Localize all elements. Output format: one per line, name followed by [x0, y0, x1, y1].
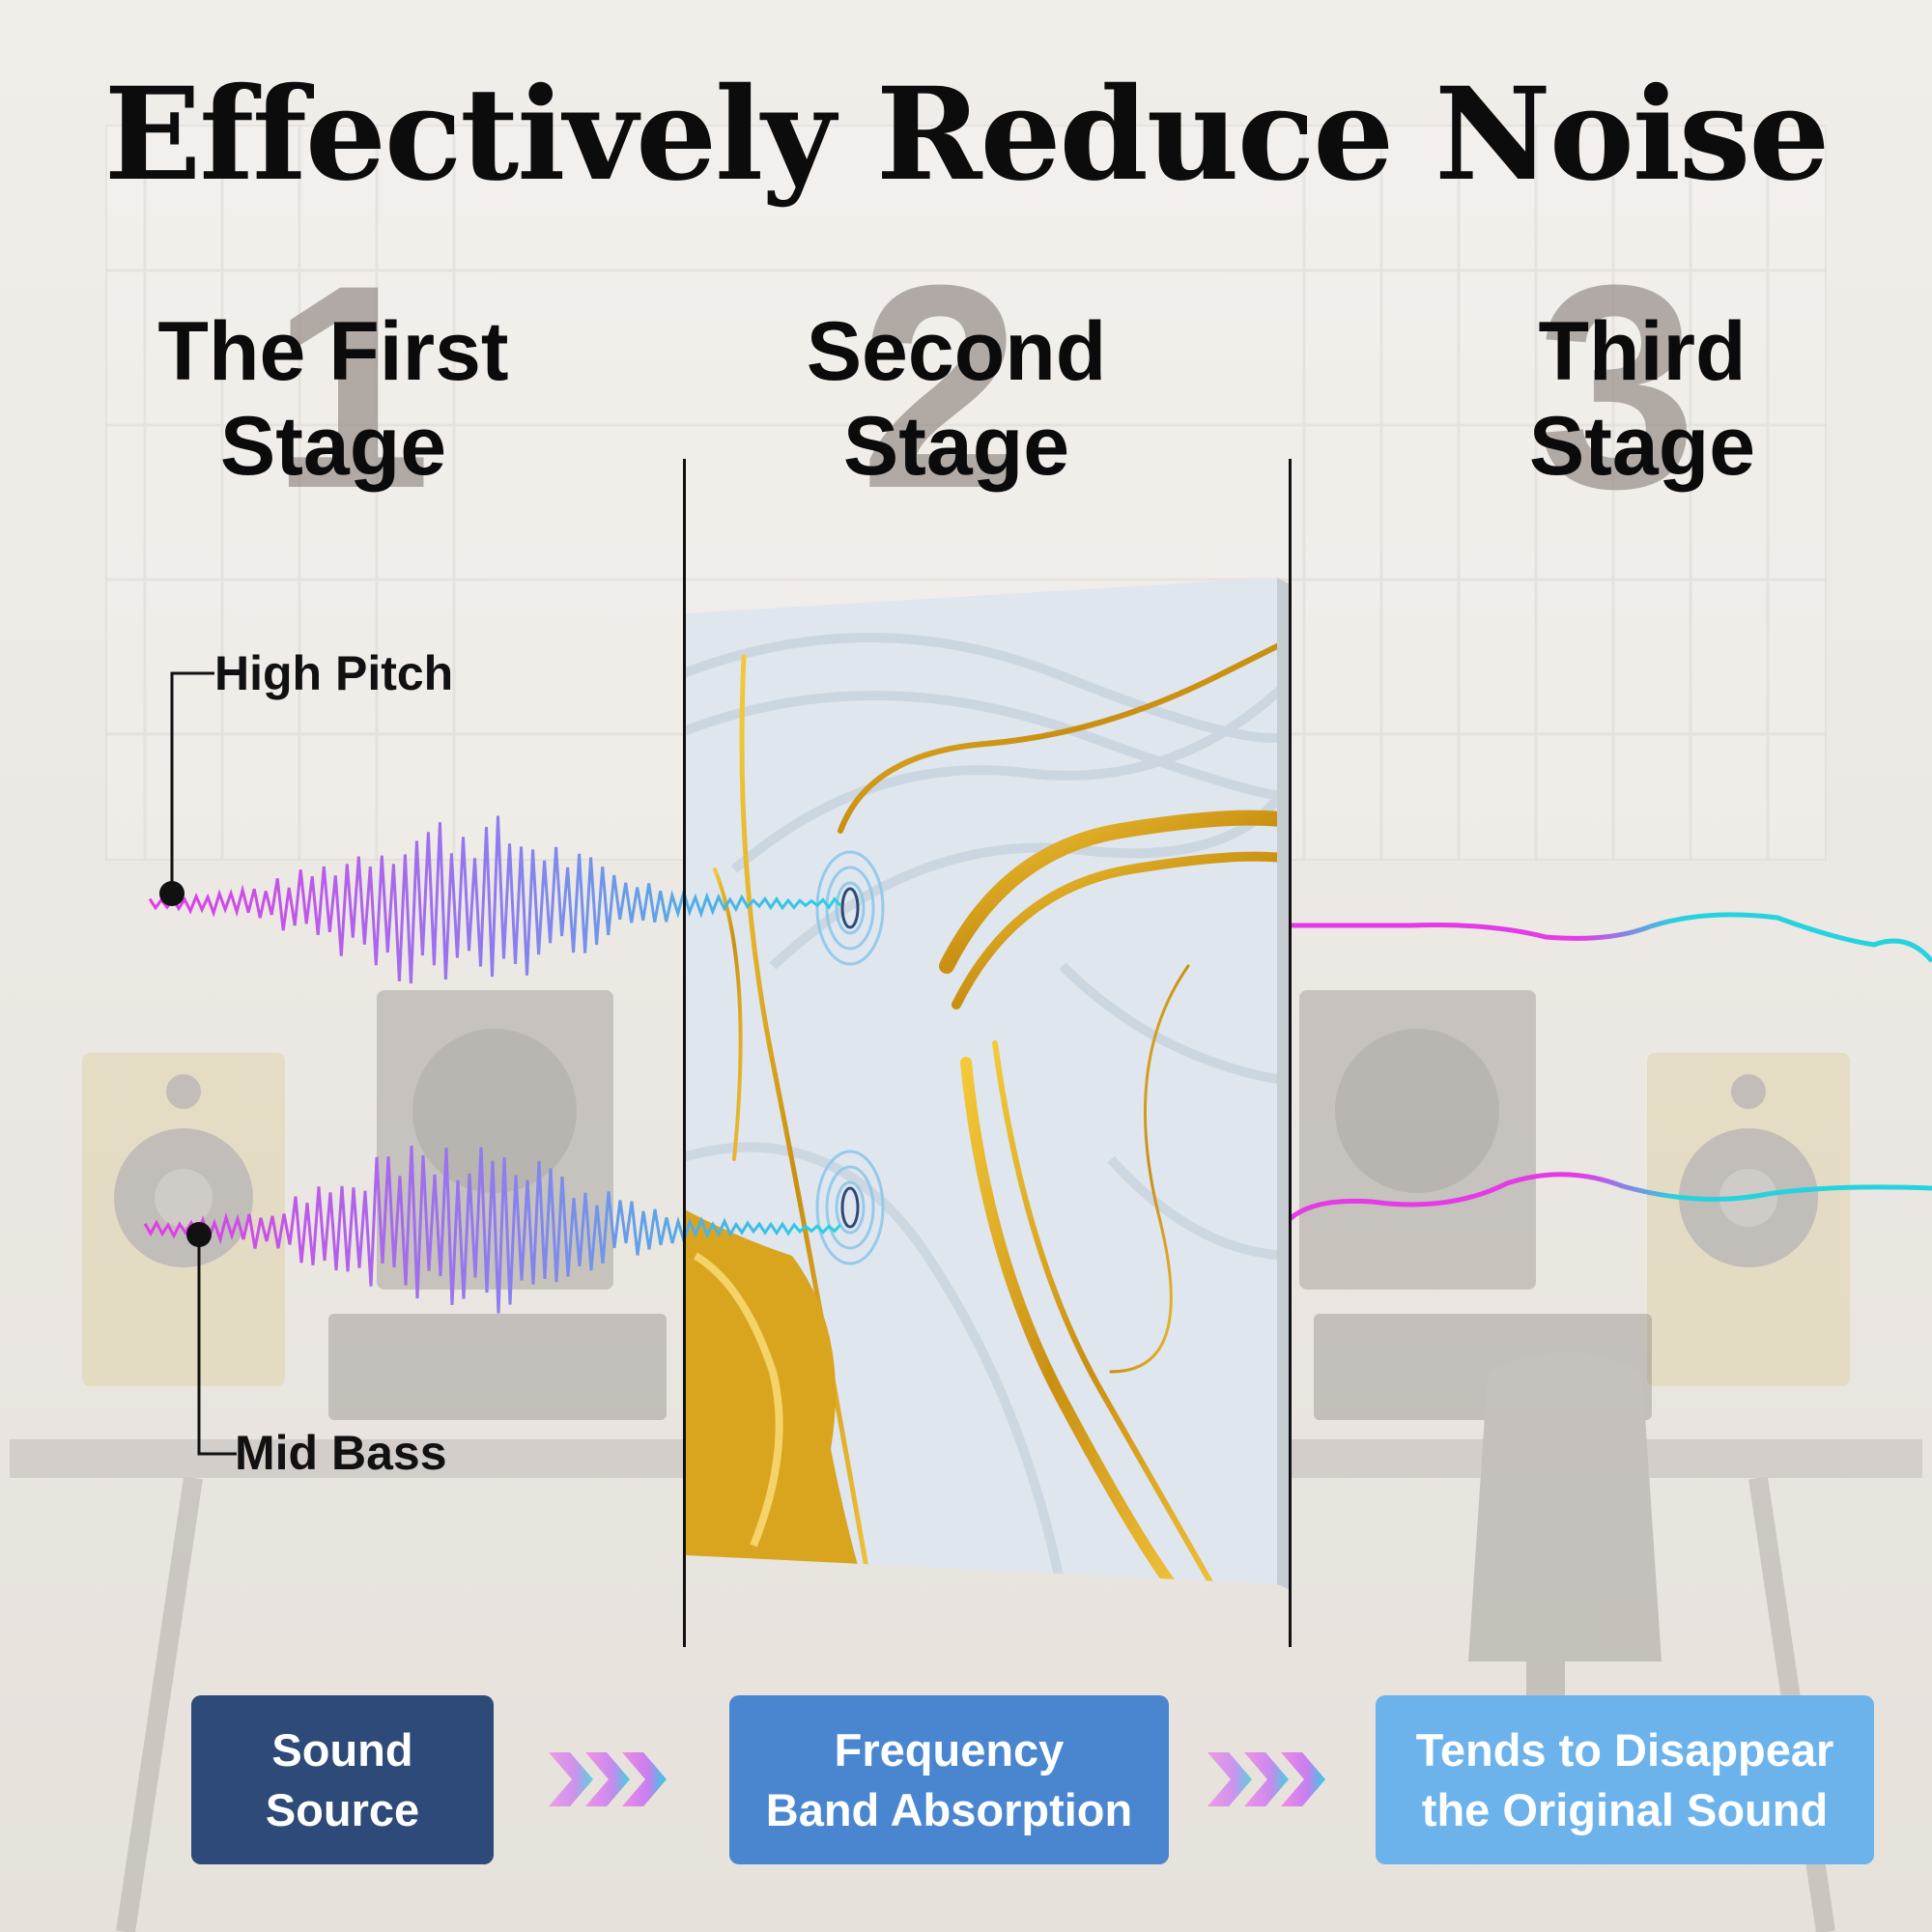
mid-bass-dot: [186, 1222, 212, 1247]
reduced-high-wave: [1290, 912, 1932, 963]
stage-title-3-line1: Third: [1538, 305, 1747, 398]
stage-divider-2: [1289, 459, 1292, 1647]
high-pitch-label: High Pitch: [214, 646, 454, 700]
reduced-mid-wave: [1288, 1172, 1932, 1221]
stage-title-3: Third Stage: [1391, 304, 1893, 494]
process-arrow-icon: [1208, 1752, 1325, 1806]
high-pitch-dot: [159, 881, 185, 906]
mid-bass-leader: [197, 1235, 237, 1456]
high-pitch-leader: [170, 671, 214, 894]
process-step-2-line2: Band Absorption: [765, 1783, 1133, 1835]
stage-number-1: 1: [270, 224, 432, 549]
stage-divider-1: [683, 459, 686, 1647]
mid-bass-wave: [143, 1146, 842, 1314]
stage-title-1: The First Stage: [82, 304, 584, 494]
stage-title-2: Second Stage: [705, 304, 1208, 494]
mid-bass-label: Mid Bass: [235, 1426, 447, 1480]
stage-title-1-line1: The First: [157, 305, 509, 398]
process-step-3-line1: Tends to Disappear: [1415, 1723, 1834, 1776]
process-step-3-line2: the Original Sound: [1421, 1783, 1829, 1835]
stage-number-3: 3: [1536, 224, 1697, 549]
stage-title-1-line2: Stage: [219, 400, 447, 493]
process-step-1-line1: Sound: [271, 1723, 413, 1776]
process-step-1-line2: Source: [265, 1783, 420, 1835]
process-step-2-line1: Frequency: [834, 1723, 1065, 1776]
process-step-disappear: Tends to Disappear the Original Sound: [1376, 1695, 1874, 1864]
stage-title-2-line1: Second: [806, 305, 1107, 398]
stage-number-2: 2: [860, 224, 1021, 549]
main-title: Effectively Reduce Noise: [103, 60, 1831, 210]
stage-title-3-line2: Stage: [1528, 400, 1756, 493]
stage-title-2-line2: Stage: [842, 400, 1070, 493]
high-pitch-wave: [148, 815, 842, 984]
process-arrow-icon: [549, 1752, 667, 1806]
